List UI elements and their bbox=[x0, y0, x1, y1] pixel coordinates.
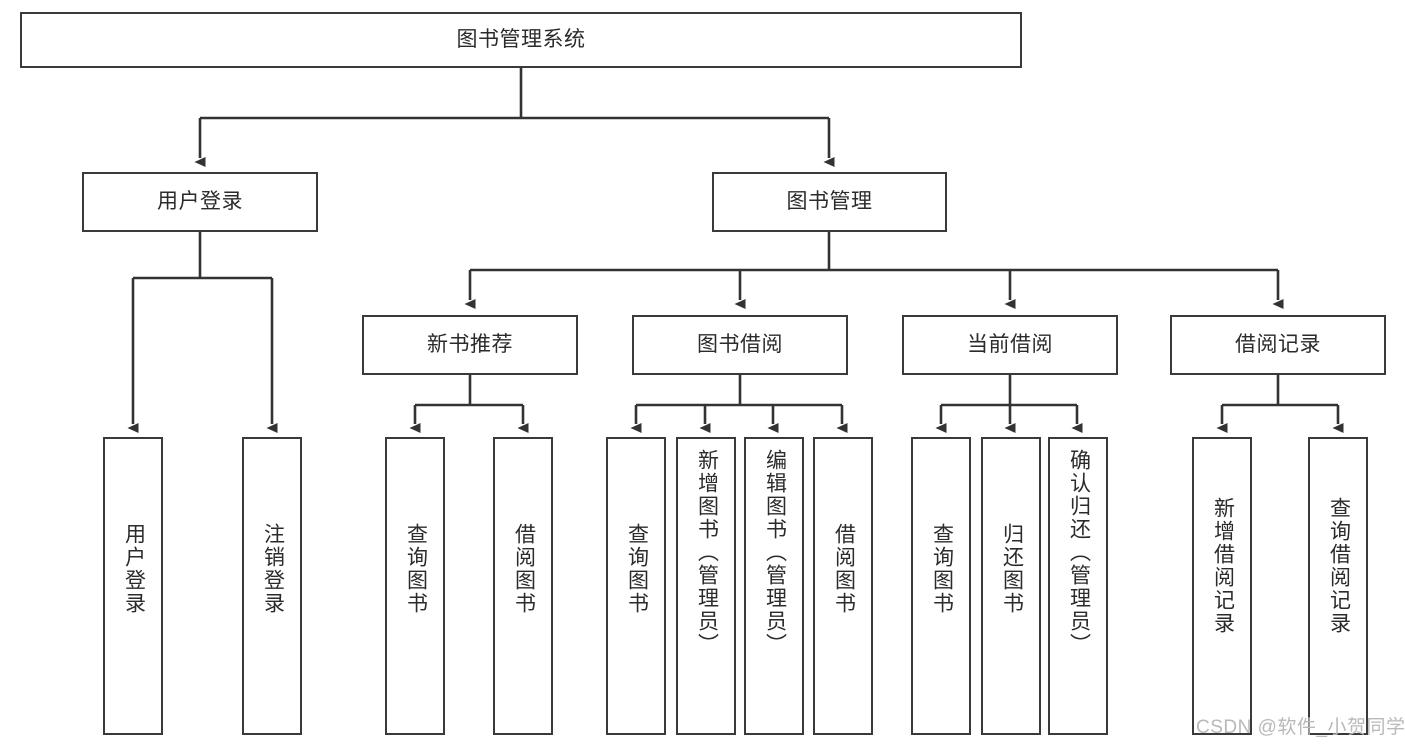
node-leaf-add-book[interactable]: 新增图书（管理员） bbox=[676, 437, 736, 735]
node-leaf-query-book-3[interactable]: 查询图书 bbox=[911, 437, 971, 735]
node-leaf-query-book-2-label: 查询图书 bbox=[625, 523, 649, 615]
node-current-borrow[interactable]: 当前借阅 bbox=[902, 315, 1118, 375]
node-book-borrow[interactable]: 图书借阅 bbox=[632, 315, 848, 375]
node-book-borrow-label: 图书借阅 bbox=[697, 332, 783, 356]
node-leaf-confirm-return-label: 确认归还（管理员） bbox=[1067, 449, 1091, 656]
node-leaf-edit-book[interactable]: 编辑图书（管理员） bbox=[744, 437, 804, 735]
node-leaf-add-borrow-record-label: 新增借阅记录 bbox=[1211, 497, 1235, 635]
node-root[interactable]: 图书管理系统 bbox=[20, 12, 1022, 68]
node-leaf-return-book[interactable]: 归还图书 bbox=[981, 437, 1041, 735]
node-new-book-recommend[interactable]: 新书推荐 bbox=[362, 315, 578, 375]
node-leaf-borrow-book-2[interactable]: 借阅图书 bbox=[813, 437, 873, 735]
node-leaf-logout-label: 注销登录 bbox=[261, 523, 285, 615]
node-leaf-confirm-return[interactable]: 确认归还（管理员） bbox=[1048, 437, 1108, 735]
node-leaf-query-book-1[interactable]: 查询图书 bbox=[385, 437, 445, 735]
node-leaf-add-book-label: 新增图书（管理员） bbox=[695, 449, 719, 656]
node-leaf-query-book-2[interactable]: 查询图书 bbox=[606, 437, 666, 735]
node-leaf-borrow-book-1-label: 借阅图书 bbox=[512, 523, 536, 615]
node-leaf-borrow-book-1[interactable]: 借阅图书 bbox=[493, 437, 553, 735]
watermark-text: CSDN @软件_小贺同学 bbox=[1196, 717, 1405, 738]
node-leaf-query-book-1-label: 查询图书 bbox=[404, 523, 428, 615]
node-borrow-records[interactable]: 借阅记录 bbox=[1170, 315, 1386, 375]
node-book-management[interactable]: 图书管理 bbox=[712, 172, 947, 232]
node-current-borrow-label: 当前借阅 bbox=[967, 332, 1053, 356]
node-leaf-user-login-label: 用户登录 bbox=[122, 523, 146, 615]
node-new-book-recommend-label: 新书推荐 bbox=[427, 332, 513, 356]
node-leaf-query-borrow-record-label: 查询借阅记录 bbox=[1327, 497, 1351, 635]
node-leaf-user-login[interactable]: 用户登录 bbox=[103, 437, 163, 735]
node-user-login[interactable]: 用户登录 bbox=[82, 172, 318, 232]
node-leaf-logout[interactable]: 注销登录 bbox=[242, 437, 302, 735]
node-leaf-return-book-label: 归还图书 bbox=[1000, 523, 1024, 615]
node-leaf-add-borrow-record[interactable]: 新增借阅记录 bbox=[1192, 437, 1252, 735]
node-book-management-label: 图书管理 bbox=[786, 189, 873, 213]
node-leaf-query-borrow-record[interactable]: 查询借阅记录 bbox=[1308, 437, 1368, 735]
node-user-login-label: 用户登录 bbox=[157, 189, 243, 213]
node-borrow-records-label: 借阅记录 bbox=[1235, 332, 1321, 356]
node-leaf-edit-book-label: 编辑图书（管理员） bbox=[763, 449, 787, 656]
node-leaf-query-book-3-label: 查询图书 bbox=[930, 523, 954, 615]
node-root-label: 图书管理系统 bbox=[456, 27, 586, 51]
node-leaf-borrow-book-2-label: 借阅图书 bbox=[832, 523, 856, 615]
